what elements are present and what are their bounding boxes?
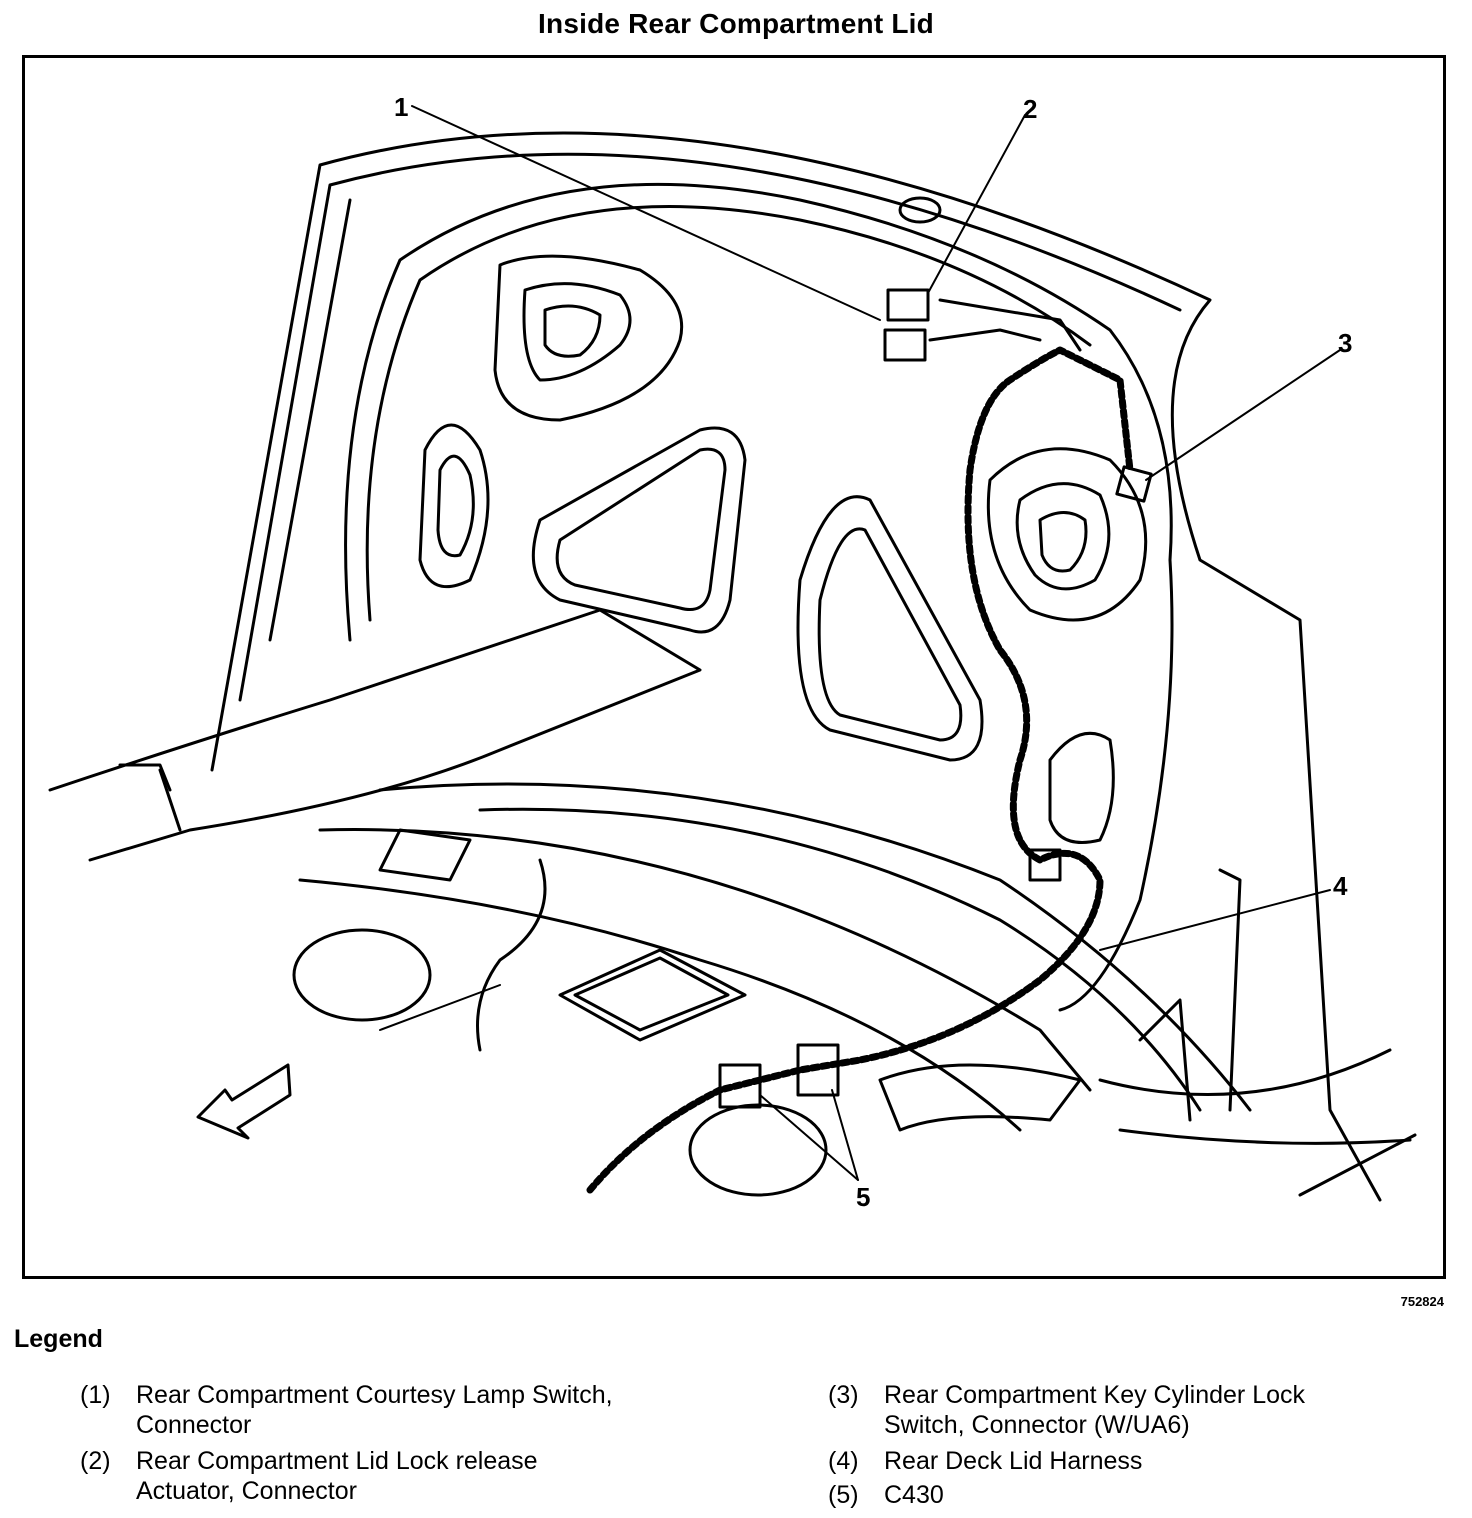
inner-panel-outline [344,182,1174,1012]
legend-num: (2) [80,1447,111,1475]
legend-text: Rear Compartment Lid Lock release Actuat… [136,1447,538,1505]
direction-arrow [196,1063,292,1140]
support-rib [48,608,702,862]
legend-text: C430 [884,1481,944,1509]
diagram-frame [22,55,1446,1279]
legend-text: Rear Compartment Courtesy Lamp Switch, C… [136,1381,613,1439]
callout-3: 3 [1338,328,1353,358]
callout-2: 2 [1023,94,1038,124]
legend-item-2: (2) Rear Compartment Lid Lock release Ac… [80,1446,538,1506]
callout-5: 5 [856,1182,871,1212]
upper-left-pocket [493,254,684,422]
callout-1: 1 [394,92,409,122]
legend-item-3: (3) Rear Compartment Key Cylinder Lock S… [828,1380,1305,1440]
lid-inner-edge [238,152,1182,702]
legend-text: Rear Compartment Key Cylinder Lock Switc… [884,1381,1305,1439]
lower-access-hole [688,1103,828,1197]
square-plate [558,948,747,1042]
legend-item-1: (1) Rear Compartment Courtesy Lamp Switc… [80,1380,613,1440]
lower-right-pocket [1048,731,1115,844]
legend-num: (5) [828,1481,859,1509]
figure-id: 752824 [1400,1294,1444,1309]
center-left-triangle [531,426,747,634]
right-pocket [986,447,1148,622]
connector-5a [718,1063,762,1109]
rear-deck-lid-harness [586,346,1134,1194]
legend-num: (4) [828,1447,859,1475]
legend-num: (1) [80,1381,111,1409]
callout-4: 4 [1333,871,1348,901]
connector-3 [1115,465,1153,503]
legend-item-5: (5) C430 [828,1480,944,1510]
left-access-hole [292,928,432,1022]
legend-item-4: (4) Rear Deck Lid Harness [828,1446,1142,1476]
connector-2-lower [883,328,927,362]
connector-2-upper [886,288,930,322]
diagram-title: Inside Rear Compartment Lid [538,8,934,39]
lid-outer-edge [210,131,1382,1202]
legend-num: (3) [828,1381,859,1409]
left-oval-pocket [418,423,490,589]
legend-text: Rear Deck Lid Harness [884,1447,1143,1475]
connector-5b [796,1043,840,1097]
center-right-triangle [796,495,984,762]
legend-heading: Legend [14,1325,103,1353]
